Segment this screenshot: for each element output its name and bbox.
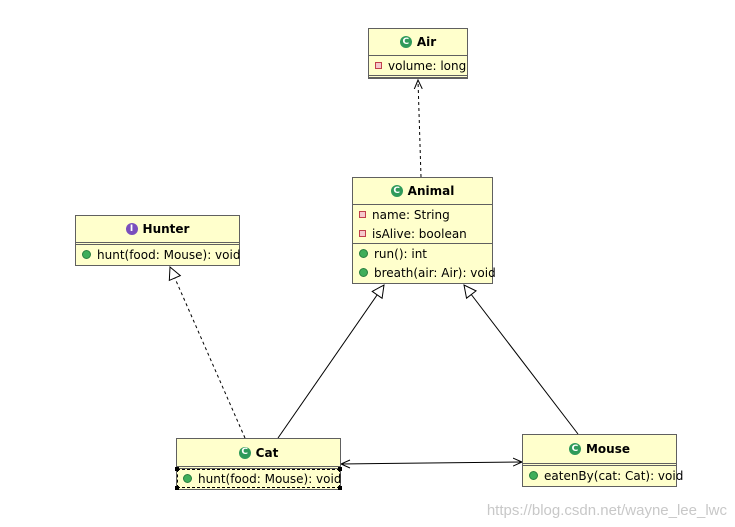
class-mouse[interactable]: C Mouse eatenBy(cat: Cat): void — [522, 434, 683, 487]
private-field-icon — [359, 230, 366, 237]
class-animal-fields: name: String isAlive: boolean — [353, 205, 492, 244]
class-cat-header: C Cat — [177, 439, 340, 469]
class-animal-header: C Animal — [353, 178, 492, 205]
class-mouse-name: Mouse — [585, 442, 630, 456]
public-method-icon — [183, 474, 192, 483]
method-label: breath(air: Air): void — [374, 265, 496, 280]
generalization-mouse-animal[interactable] — [464, 285, 579, 435]
class-c-icon: C — [399, 36, 412, 48]
class-air-name: Air — [416, 35, 437, 49]
dependency-animal-air[interactable] — [418, 80, 421, 178]
realization-cat-hunter[interactable] — [170, 267, 246, 439]
method-row[interactable]: hunt(food: Mouse): void — [177, 469, 342, 488]
interface-hunter-name: Hunter — [142, 222, 190, 236]
method-row[interactable]: hunt(food: Mouse): void — [76, 245, 241, 264]
class-c-icon: C — [568, 443, 581, 455]
method-label: hunt(food: Mouse): void — [198, 471, 342, 486]
association-cat-mouse[interactable] — [340, 462, 522, 464]
selection-handle[interactable] — [338, 467, 342, 471]
class-air-fields: volume: long — [369, 56, 467, 78]
selection-handle[interactable] — [175, 486, 179, 490]
class-air[interactable]: C Air volume: long — [368, 28, 468, 79]
selection-handle[interactable] — [175, 467, 179, 471]
method-label: eatenBy(cat: Cat): void — [544, 468, 684, 483]
private-field-icon — [359, 211, 366, 218]
private-field-icon — [375, 62, 382, 69]
watermark-url: https://blog.csdn.net/wayne_lee_lwc — [486, 502, 727, 519]
field-label: volume: long — [388, 58, 467, 73]
association-start-arrowhead — [339, 459, 351, 469]
class-c-icon: C — [390, 185, 403, 197]
method-row[interactable]: eatenBy(cat: Cat): void — [523, 466, 683, 485]
class-cat[interactable]: C Cat hunt(food: Mouse): void — [175, 438, 342, 490]
class-animal-name: Animal — [407, 184, 455, 198]
interface-hunter-methods: hunt(food: Mouse): void — [76, 245, 241, 264]
public-method-icon — [82, 250, 91, 259]
public-method-icon — [529, 471, 538, 480]
class-mouse-header: C Mouse — [523, 435, 676, 466]
field-row[interactable]: name: String — [353, 205, 492, 224]
field-label: name: String — [372, 207, 450, 222]
interface-i-icon: I — [125, 223, 138, 235]
class-cat-name: Cat — [255, 445, 279, 460]
class-animal[interactable]: C Animal name: String isAlive: boolean r… — [352, 177, 496, 284]
interface-hunter[interactable]: I Hunter hunt(food: Mouse): void — [75, 215, 240, 266]
class-air-header: C Air — [369, 29, 467, 56]
method-label: run(): int — [374, 246, 428, 261]
interface-hunter-header: I Hunter — [76, 216, 239, 245]
selection-handle[interactable] — [338, 486, 342, 490]
method-label: hunt(food: Mouse): void — [97, 247, 241, 262]
class-mouse-methods: eatenBy(cat: Cat): void — [523, 466, 683, 485]
method-row[interactable]: breath(air: Air): void — [353, 263, 496, 282]
class-c-icon: C — [238, 446, 251, 459]
public-method-icon — [359, 249, 368, 258]
field-row[interactable]: volume: long — [369, 56, 467, 75]
method-row[interactable]: run(): int — [353, 244, 492, 263]
class-cat-methods: hunt(food: Mouse): void — [175, 467, 342, 490]
field-label: isAlive: boolean — [372, 226, 467, 241]
generalization-cat-animal[interactable] — [277, 285, 384, 439]
class-animal-methods: run(): int breath(air: Air): void — [353, 244, 496, 282]
field-row[interactable]: isAlive: boolean — [353, 224, 492, 243]
public-method-icon — [359, 268, 368, 277]
